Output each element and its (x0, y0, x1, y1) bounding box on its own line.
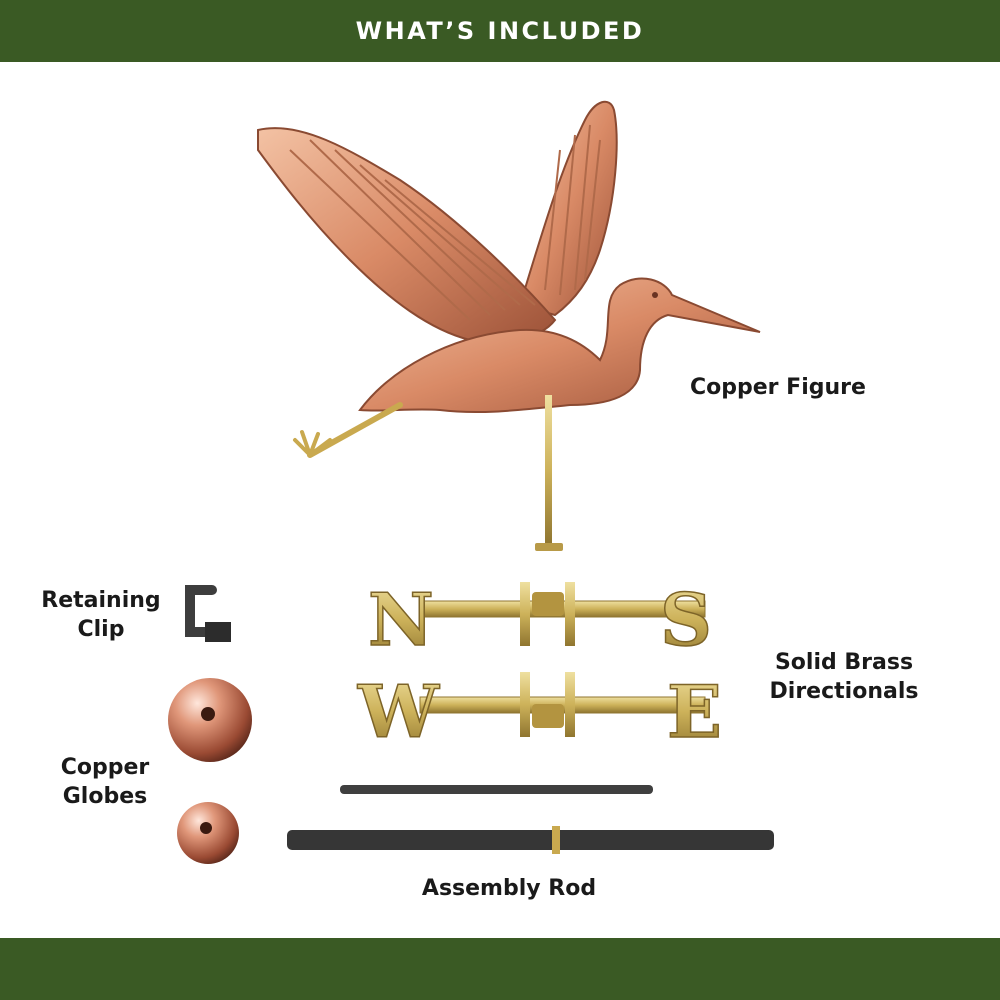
copper-globe-icon (168, 678, 252, 762)
solid-brass-line-1: Solid Brass (774, 650, 914, 675)
copper-figure-text: Copper Figure (690, 375, 866, 400)
direction-letter-n: N (368, 577, 434, 662)
assembly-rod-label: Assembly Rod (400, 874, 618, 903)
solid-brass-line-2: Directionals (769, 679, 919, 704)
retaining-clip-icon (185, 585, 231, 642)
solid-brass-directionals-label: Solid Brass Directionals (756, 648, 932, 706)
assembly-rod-text: Assembly Rod (421, 876, 597, 901)
header-band: WHAT’S INCLUDED (0, 0, 1000, 62)
copper-globes-line-1: Copper (60, 755, 150, 780)
direction-letter-e: E (667, 669, 722, 754)
copper-globe-icon (177, 802, 239, 864)
direction-letter-s: S (660, 577, 712, 662)
directionals-top (419, 582, 706, 646)
retaining-clip-label: Retaining Clip (36, 586, 166, 644)
copper-figure-label: Copper Figure (690, 373, 866, 402)
retaining-clip-line-2: Clip (77, 617, 125, 642)
assembly-rod-icon (287, 785, 774, 854)
copper-globes-line-2: Globes (62, 784, 148, 809)
direction-letter-w: W (357, 669, 440, 754)
retaining-clip-line-1: Retaining (41, 588, 161, 613)
header-title: WHAT’S INCLUDED (355, 17, 645, 45)
directionals-bottom (419, 672, 706, 737)
heron-figure-icon (257, 100, 761, 551)
footer-band (0, 938, 1000, 1000)
copper-globes-label: Copper Globes (52, 753, 158, 811)
